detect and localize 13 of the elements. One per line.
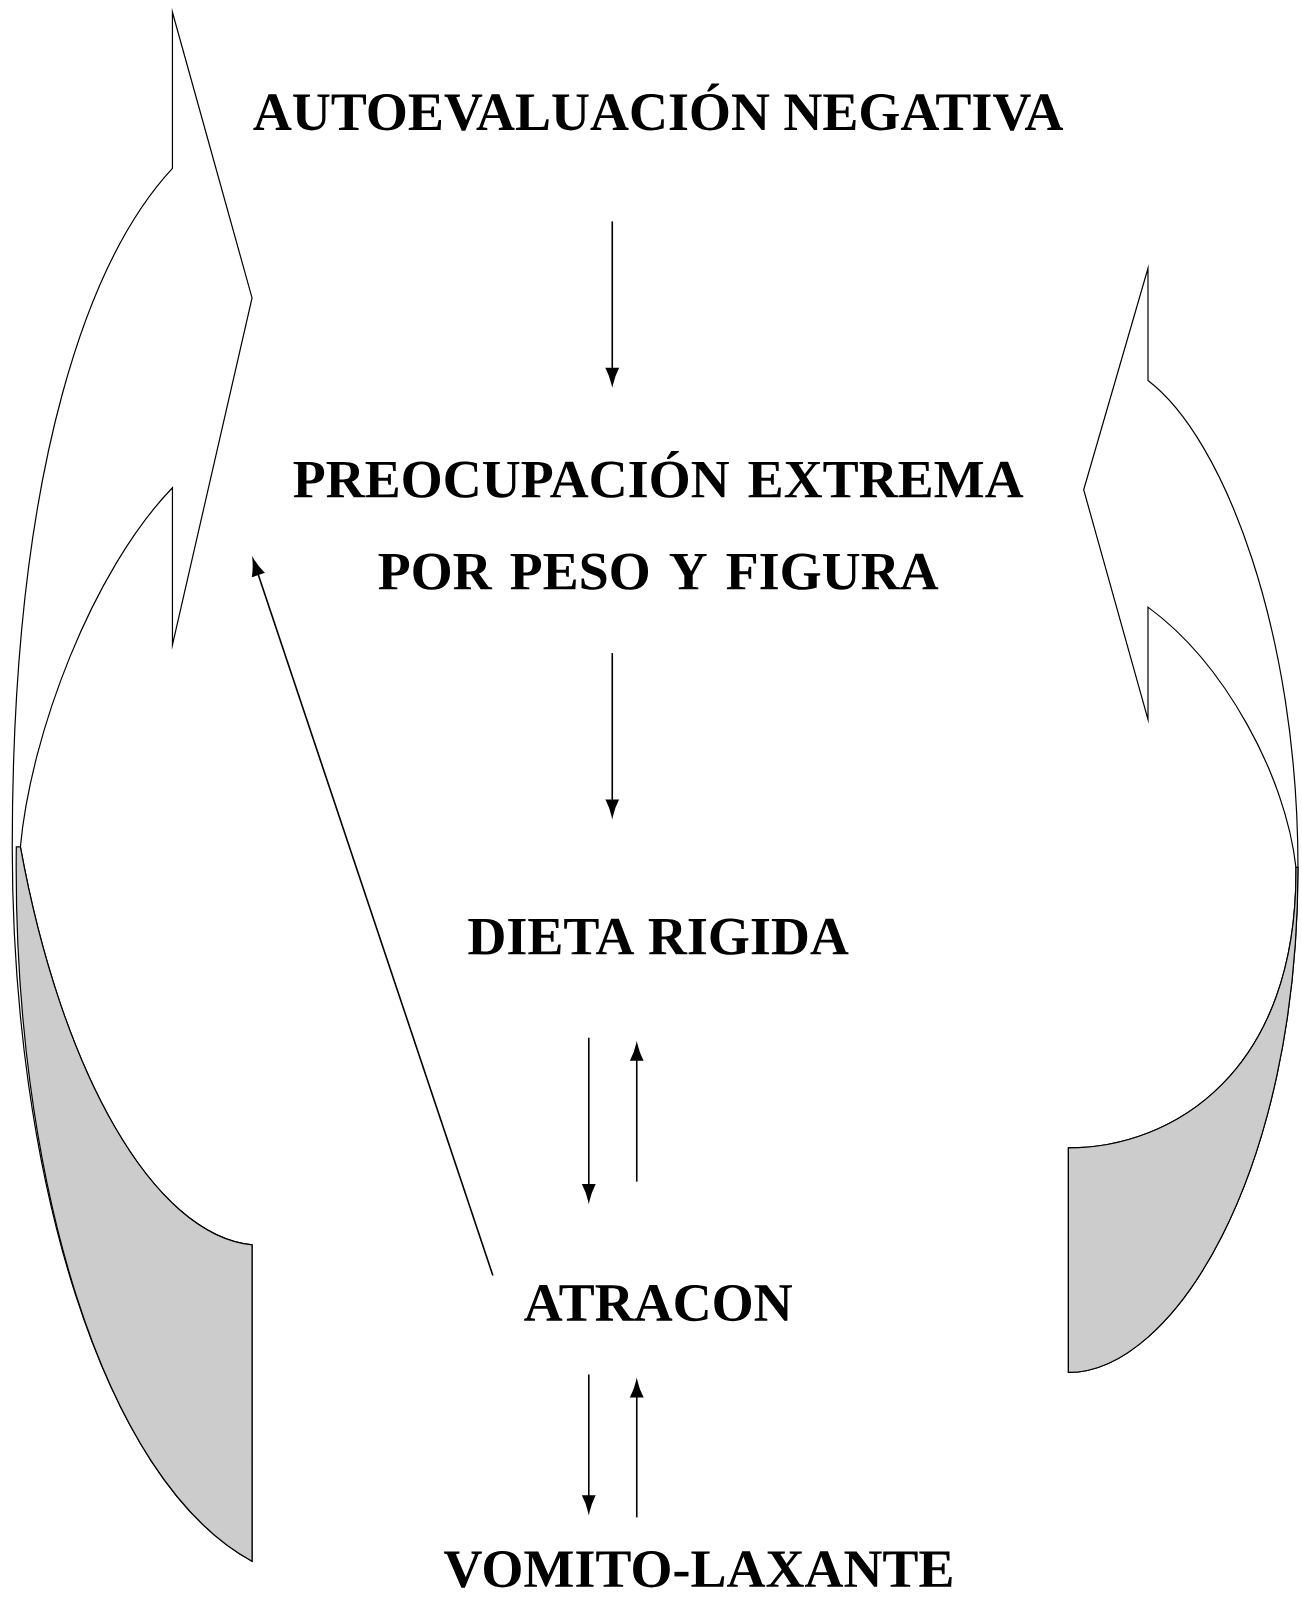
stage-label: DIETA RIGIDA: [468, 918, 849, 955]
stage-label: VOMITO-LAXANTE: [444, 1551, 952, 1588]
arrow: [630, 1380, 644, 1519]
arrow: [251, 558, 494, 1277]
stage-label: ATRACON: [524, 1284, 792, 1322]
arrow: [605, 220, 619, 385]
arrow: [605, 652, 619, 817]
curved-block-arrow: [11, 11, 253, 1562]
arrow: [582, 1036, 596, 1202]
arrow: [630, 1043, 644, 1183]
stage-label: PREOCUPACIÓN EXTREMA POR PESO Y FIGURA: [293, 450, 1024, 590]
arrow: [582, 1373, 596, 1513]
stage-label: AUTOEVALUACIÓN NEGATIVA: [253, 83, 1063, 131]
